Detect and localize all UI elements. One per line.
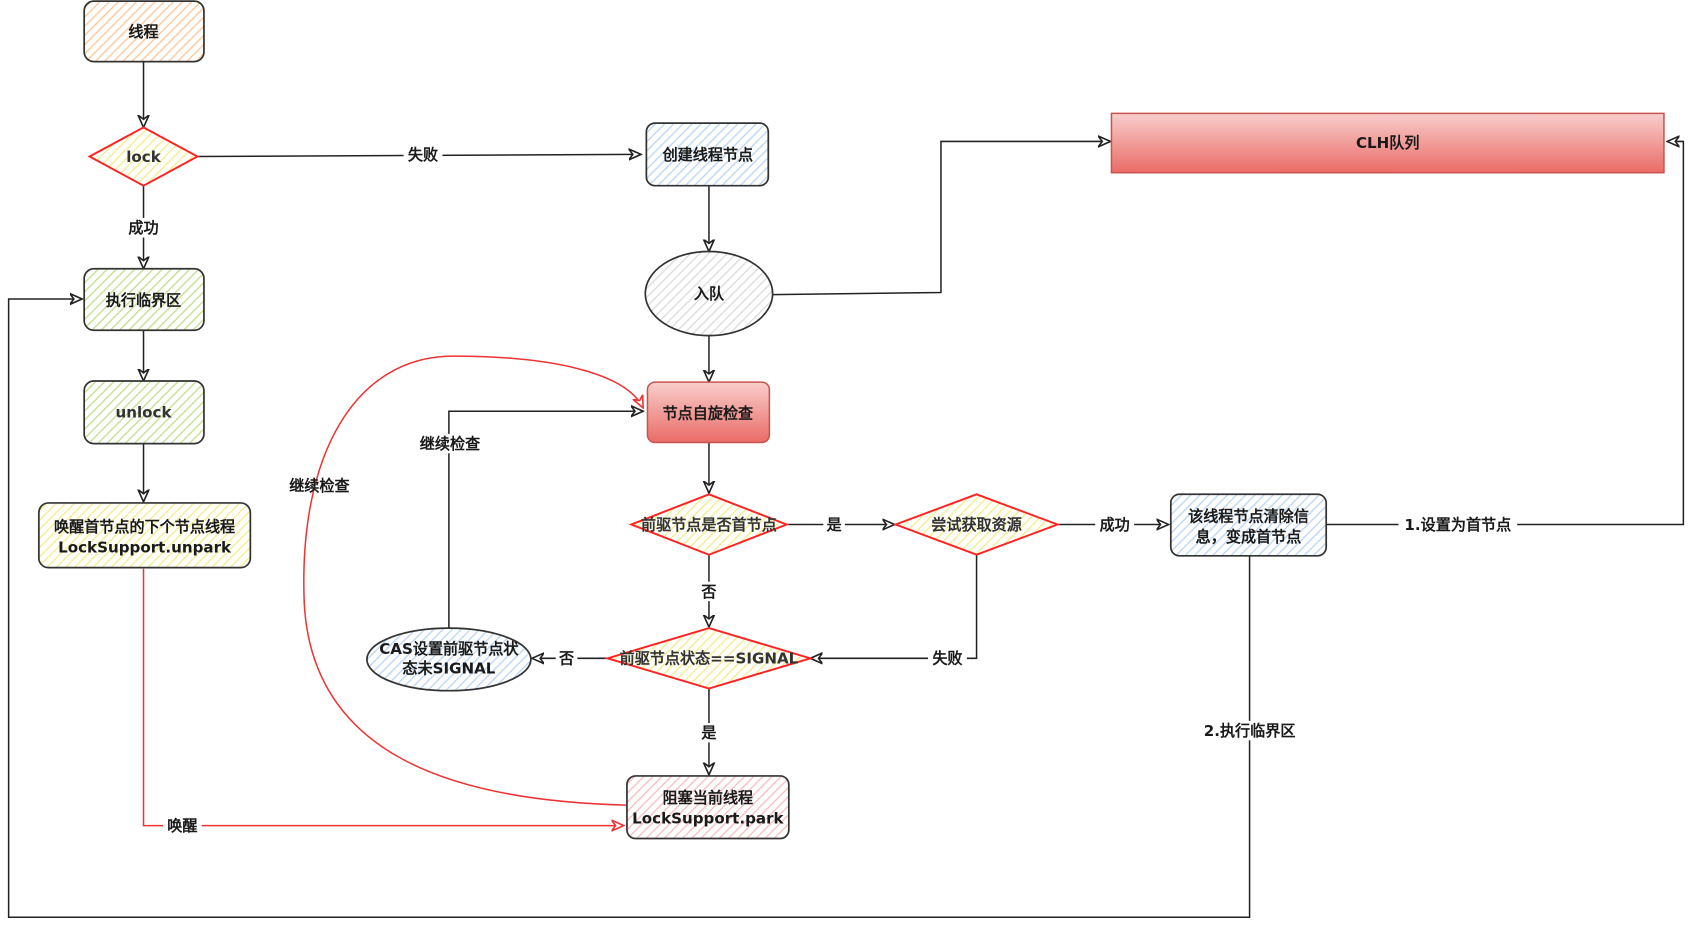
edge-exec-critical <box>7 299 1251 919</box>
label-predhead-no: 否 <box>700 583 716 601</box>
edge-acquire-fail <box>810 554 978 659</box>
node-pred-status-signal-decision[interactable]: 前驱节点状态==SIGNAL <box>604 627 814 690</box>
node-clh-queue-label: CLH队列 <box>1356 134 1420 152</box>
node-pred-is-head-label: 前驱节点是否首节点 <box>641 516 777 534</box>
node-wake-next[interactable]: 唤醒首节点的下个节点线程 LockSupport.unpark <box>37 502 252 569</box>
node-unlock[interactable]: unlock <box>83 380 205 445</box>
label-signal-no: 否 <box>558 650 574 668</box>
node-cas-set-line2: 态未SIGNAL <box>402 659 495 677</box>
node-lock-decision[interactable]: lock <box>87 126 200 187</box>
node-critical-section[interactable]: 执行临界区 <box>83 267 205 332</box>
node-cas-set-line1: CAS设置前驱节点状 <box>379 640 519 658</box>
label-set-head: 1.设置为首节点 <box>1404 516 1511 534</box>
node-enqueue-label: 入队 <box>694 285 725 303</box>
node-unlock-label: unlock <box>116 404 173 422</box>
label-park-continue-check: 继续检查 <box>289 477 350 495</box>
node-cas-set-signal[interactable]: CAS设置前驱节点状 态未SIGNAL <box>366 627 532 692</box>
node-lock-label: lock <box>126 148 161 166</box>
node-clh-queue[interactable]: CLH队列 <box>1110 112 1665 174</box>
label-wake: 唤醒 <box>167 817 197 835</box>
edge-enqueue-to-clh <box>772 141 1111 296</box>
node-park-line2: LockSupport.park <box>632 809 784 827</box>
node-thread-label: 线程 <box>128 23 158 41</box>
edge-labels: 失败 成功 是 否 成功 失败 否 是 继续检查 继续检查 唤醒 1.设置为首节… <box>124 144 1518 836</box>
label-signal-yes: 是 <box>700 724 717 742</box>
edge-wake <box>142 568 624 826</box>
node-park-thread[interactable]: 阻塞当前线程 LockSupport.park <box>626 775 790 840</box>
node-critical-section-label: 执行临界区 <box>106 291 181 309</box>
node-try-acquire-label: 尝试获取资源 <box>931 516 1022 534</box>
label-cas-continue-check: 继续检查 <box>420 435 481 453</box>
node-create-thread-node-label: 创建线程节点 <box>662 146 754 164</box>
edge-cas-continue-check <box>448 411 643 631</box>
label-lock-fail: 失败 <box>408 146 439 164</box>
edge-set-head <box>1326 141 1685 526</box>
node-clear-node-line1: 该线程节点清除信 <box>1188 507 1309 525</box>
node-clear-node-line2: 息，变成首节点 <box>1196 528 1302 546</box>
node-clear-node[interactable]: 该线程节点清除信 息，变成首节点 <box>1169 493 1328 557</box>
node-try-acquire-decision[interactable]: 尝试获取资源 <box>892 493 1061 556</box>
node-spin-check[interactable]: 节点自旋检查 <box>646 381 771 444</box>
label-exec-critical: 2.执行临界区 <box>1204 722 1296 740</box>
node-pred-is-head-decision[interactable]: 前驱节点是否首节点 <box>628 493 790 556</box>
node-park-line1: 阻塞当前线程 <box>663 789 754 807</box>
node-wake-next-line1: 唤醒首节点的下个节点线程 <box>54 518 235 536</box>
node-spin-check-label: 节点自旋检查 <box>663 405 754 423</box>
label-acquire-success: 成功 <box>1100 516 1130 534</box>
node-pred-status-signal-label: 前驱节点状态==SIGNAL <box>620 650 799 668</box>
label-lock-success: 成功 <box>128 219 158 237</box>
node-wake-next-line2: LockSupport.unpark <box>58 539 232 557</box>
label-predhead-yes: 是 <box>826 516 843 534</box>
edge-park-continue-check <box>303 355 643 806</box>
node-thread[interactable]: 线程 <box>83 0 205 63</box>
label-acquire-fail: 失败 <box>932 650 963 668</box>
edges <box>7 61 1685 919</box>
node-create-thread-node[interactable]: 创建线程节点 <box>645 122 770 187</box>
node-enqueue[interactable]: 入队 <box>644 250 774 337</box>
